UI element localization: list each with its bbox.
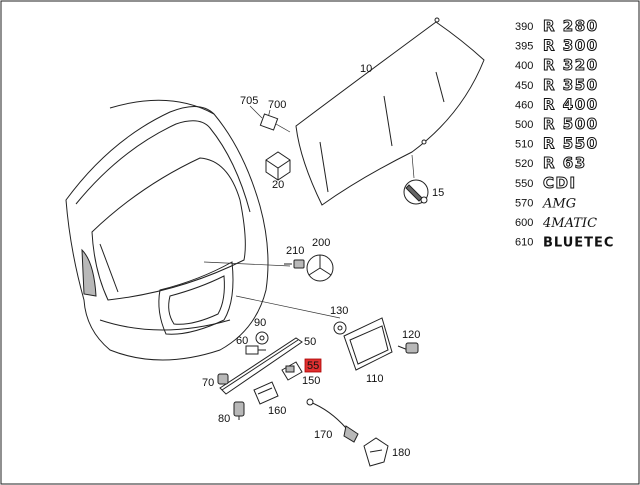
lamp-160 <box>253 381 279 405</box>
leader-line <box>235 295 341 319</box>
label-part-150: 150 <box>302 375 320 387</box>
badge-row: 395 R 300 <box>515 36 599 55</box>
block-20 <box>265 151 291 181</box>
wrench-icon <box>403 154 429 205</box>
label-part-120: 120 <box>402 329 420 341</box>
badge-part-number: 390 <box>515 21 533 33</box>
badge-part-number: 550 <box>515 178 533 190</box>
badge-legend: 390 R 280 395 R 300 400 R 320 450 R 350 460 R 400… <box>515 17 614 251</box>
switch-55 <box>281 361 303 381</box>
badge-row: 390 R 280 <box>515 17 599 36</box>
star-emblem-200 <box>306 254 334 282</box>
cable-170 <box>306 398 359 443</box>
badge-label: 4MATIC <box>542 216 597 231</box>
badge-row: 460 R 400 <box>515 95 599 114</box>
bolt-210 <box>284 259 305 269</box>
label-part-210: 210 <box>286 245 304 257</box>
trim-strip-50 <box>219 337 303 395</box>
badge-row: 450 R 350 <box>515 75 599 94</box>
badge-label: R 350 <box>543 76 599 94</box>
badge-row: 500 R 500 <box>515 115 599 134</box>
badge-part-number: 500 <box>515 119 533 131</box>
label-part-700: 700 <box>268 99 286 111</box>
badge-label: CDI <box>543 174 577 192</box>
socket-180 <box>363 437 389 467</box>
badge-label: BLUETEC <box>543 236 614 251</box>
badge-part-number: 460 <box>515 99 533 111</box>
label-part-170: 170 <box>314 429 332 441</box>
label-part-50: 50 <box>304 336 316 348</box>
rear-window-glass <box>295 17 485 206</box>
badge-label: R 300 <box>543 37 599 55</box>
badge-label: R 63 <box>543 154 587 172</box>
screw-120 <box>397 342 419 354</box>
washer-90 <box>255 331 269 345</box>
badge-label: R 500 <box>543 115 599 133</box>
badge-row: 600 4MATIC <box>515 216 597 231</box>
badge-label: AMG <box>542 196 576 211</box>
badge-row: 550 CDI <box>515 173 577 192</box>
bolt-80 <box>233 401 245 420</box>
label-part-55: 55 <box>307 360 319 372</box>
badge-row: 570 AMG <box>515 196 576 211</box>
label-part-130: 130 <box>330 305 348 317</box>
badge-part-number: 610 <box>515 237 533 249</box>
badge-part-number: 395 <box>515 41 533 53</box>
plate-bracket-110 <box>343 317 393 371</box>
label-part-20: 20 <box>272 179 284 191</box>
badge-row: 510 R 550 <box>515 134 599 153</box>
label-part-705: 705 <box>240 95 258 107</box>
badge-label: R 280 <box>543 17 599 35</box>
badge-label: R 550 <box>543 135 599 153</box>
badge-row: 400 R 320 <box>515 56 599 75</box>
badge-part-number: 520 <box>515 158 533 170</box>
label-part-60: 60 <box>236 335 248 347</box>
label-part-70: 70 <box>202 377 214 389</box>
badge-part-number: 570 <box>515 197 533 209</box>
grommet-130 <box>333 321 347 335</box>
label-part-110: 110 <box>366 373 384 385</box>
highlight-part-55 <box>304 358 322 373</box>
screw-70 <box>217 373 229 385</box>
badge-label: R 320 <box>543 56 599 74</box>
label-part-15: 15 <box>432 187 444 199</box>
label-part-10: 10 <box>360 63 372 75</box>
leader-line <box>203 261 291 267</box>
badge-row: 520 R 63 <box>515 154 587 173</box>
label-part-160: 160 <box>268 405 286 417</box>
badge-part-number: 510 <box>515 139 533 151</box>
badge-part-number: 400 <box>515 60 533 72</box>
fitting-60 <box>245 345 266 355</box>
label-part-90: 90 <box>254 317 266 329</box>
label-part-180: 180 <box>392 447 410 459</box>
clip-700 <box>249 105 291 133</box>
badge-part-number: 600 <box>515 217 533 229</box>
badge-label: R 400 <box>543 95 599 113</box>
badge-part-number: 450 <box>515 80 533 92</box>
tailgate-body <box>65 99 269 361</box>
badge-row: 610 BLUETEC <box>515 236 614 251</box>
label-part-80: 80 <box>218 413 230 425</box>
label-part-200: 200 <box>312 237 330 249</box>
